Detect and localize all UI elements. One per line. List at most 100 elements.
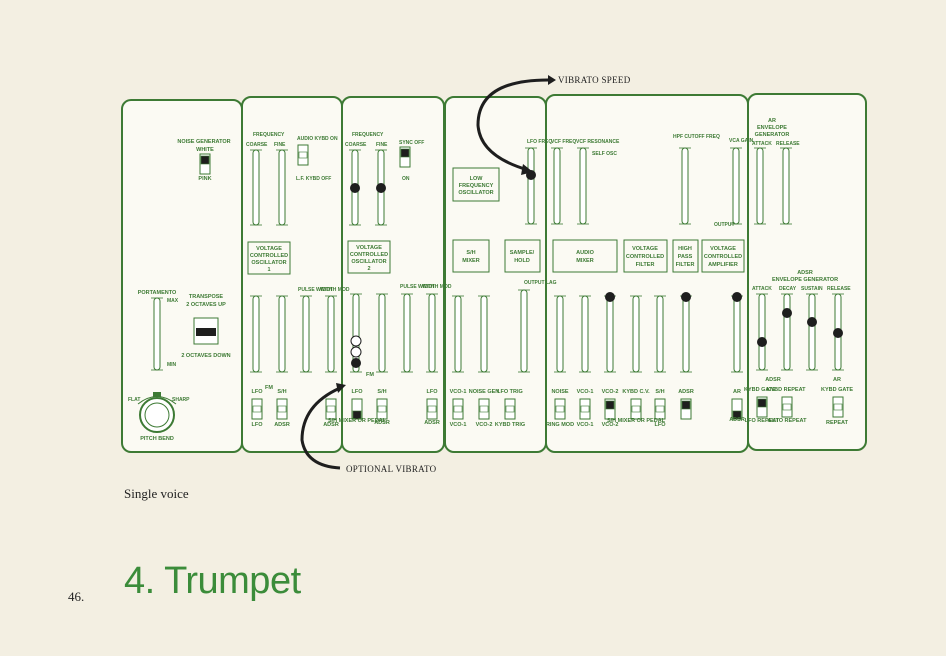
module-envelopes: AR ENVELOPE GENERATOR ATTACK RELEASE ADS… bbox=[744, 118, 853, 426]
adsr-kybd-repeat-label: KYBD REPEAT bbox=[766, 387, 806, 393]
sample-hold-line2: HOLD bbox=[514, 258, 530, 264]
vco1-fm-sh-slider[interactable] bbox=[276, 295, 288, 373]
vco1-fm-lfo-slider[interactable] bbox=[250, 295, 262, 373]
hpf-cutoff-slider[interactable] bbox=[679, 147, 691, 225]
vco1-adsr-mod-label: ADSR bbox=[323, 422, 339, 428]
vcf-adsr-switch[interactable] bbox=[680, 398, 692, 420]
adsr-attack-slider[interactable] bbox=[756, 293, 768, 371]
mix-vco2-switch[interactable] bbox=[604, 398, 616, 420]
sh-noise-slider[interactable] bbox=[478, 295, 490, 373]
vcf-resonance-slider[interactable] bbox=[577, 147, 589, 225]
mix-vco1-label: VCO-1 bbox=[577, 389, 594, 395]
vco1-pulse-width-slider[interactable] bbox=[300, 295, 312, 373]
vco1-lf-kybd-label: L.F. KYBD OFF bbox=[296, 176, 331, 182]
vco2-fine-slider[interactable] bbox=[375, 149, 387, 226]
mix-vco1-slider[interactable] bbox=[579, 295, 591, 373]
ar-gate-switch[interactable] bbox=[832, 396, 844, 418]
adsr-gate-switch[interactable] bbox=[756, 396, 768, 418]
vcf-adsr-slider-knob bbox=[681, 292, 691, 302]
mix-noise-label: NOISE bbox=[551, 389, 568, 395]
vco1-coarse-slider[interactable] bbox=[250, 149, 262, 226]
vcf-freq-slider[interactable] bbox=[551, 147, 563, 225]
adsr-release-slider[interactable] bbox=[832, 293, 844, 371]
module-panel-5 bbox=[545, 94, 749, 453]
vco2-lfo-switch[interactable] bbox=[351, 398, 363, 420]
vcf-adsr-slider[interactable] bbox=[680, 292, 692, 373]
sh-mixer-line1: S/H bbox=[466, 250, 475, 256]
ar-repeat-label: REPEAT bbox=[826, 420, 849, 426]
optional-vibrato-arrow bbox=[300, 386, 341, 470]
sh-mixer-line2: MIXER bbox=[462, 258, 479, 264]
vco1-audio-lf-switch[interactable] bbox=[297, 144, 309, 166]
ar-title-line3: GENERATOR bbox=[755, 132, 790, 138]
vco1-sh-switch[interactable] bbox=[276, 398, 288, 420]
portamento-slider[interactable] bbox=[151, 297, 163, 371]
pink-label: PINK bbox=[198, 176, 211, 182]
vcf-kybd-slider[interactable] bbox=[630, 295, 642, 373]
mix-vco1-switch[interactable] bbox=[579, 398, 591, 420]
lfo-kybd-trig-label: KYBD TRIG bbox=[495, 422, 525, 428]
lfo-title-line2: FREQUENCY bbox=[459, 183, 494, 189]
vcf-adsr-label: ADSR bbox=[678, 389, 694, 395]
vca-env-switch[interactable] bbox=[731, 398, 743, 420]
portamento-min-label: MIN bbox=[167, 362, 177, 368]
vca-gain-slider[interactable] bbox=[730, 147, 742, 225]
vco1-audio-kybd-label: AUDIO KYBD ON bbox=[297, 136, 338, 142]
ar-attack-slider[interactable] bbox=[754, 147, 766, 225]
pitch-bend-knob[interactable] bbox=[137, 392, 177, 433]
vco2-fm-sh-slider[interactable] bbox=[376, 293, 388, 373]
vcf-kybd-cv-label: KYBD C.V. bbox=[622, 389, 650, 395]
sh-noise-switch[interactable] bbox=[478, 398, 490, 420]
adsr-lfo-repeat-label: LFO REPEAT bbox=[745, 418, 780, 424]
ar-release-slider[interactable] bbox=[780, 147, 792, 225]
vco1-width-mod-slider[interactable] bbox=[325, 295, 337, 373]
adsr-release-label: RELEASE bbox=[827, 286, 851, 292]
vco2-title-line3: OSCILLATOR bbox=[351, 259, 386, 265]
vco2-coarse-slider-knob bbox=[350, 183, 360, 193]
adsr-repeat-switch[interactable] bbox=[781, 396, 793, 418]
ar-kybd-gate-label: KYBD GATE bbox=[821, 387, 853, 393]
vco2-pulse-width-label: PULSE WIDTH bbox=[400, 284, 435, 290]
vco1-title-line3: OSCILLATOR bbox=[251, 260, 286, 266]
mix-vco2-slider[interactable] bbox=[604, 292, 616, 373]
audio-mixer-box bbox=[552, 239, 618, 273]
sh-vco1-slider[interactable] bbox=[452, 295, 464, 373]
mix-noise-switch[interactable] bbox=[554, 398, 566, 420]
vco2-mod-switch[interactable] bbox=[426, 398, 438, 420]
vca-line1: VOLTAGE bbox=[710, 246, 736, 252]
vcf-sh-slider[interactable] bbox=[654, 295, 666, 373]
vca-env-slider[interactable] bbox=[731, 292, 743, 373]
output-lag-slider[interactable] bbox=[518, 289, 530, 373]
vcf-kybd-switch[interactable] bbox=[630, 398, 642, 420]
mix-vco2-slider-knob bbox=[605, 292, 615, 302]
vco2-width-mod-slider[interactable] bbox=[426, 293, 438, 373]
hpf-line3: FILTER bbox=[676, 262, 695, 268]
mix-ring-mod-label: RING MOD bbox=[546, 422, 574, 428]
mix-noise-slider[interactable] bbox=[554, 295, 566, 373]
lfo-vco1-bottom-label: VCO-1 bbox=[450, 422, 467, 428]
vco1-adsr-switch[interactable] bbox=[325, 398, 337, 420]
module-mixer-filter-vca: VCF FREQ VCF RESONANCE SELF OSC HPF CUTO… bbox=[546, 134, 754, 428]
vcf-line1: VOLTAGE bbox=[632, 246, 658, 252]
adsr-decay-slider[interactable] bbox=[781, 293, 793, 371]
vcf-sh-switch[interactable] bbox=[654, 398, 666, 420]
vco1-frequency-label: FREQUENCY bbox=[253, 132, 285, 138]
lfo-noise-gen-label: NOISE GEN bbox=[469, 389, 500, 395]
vco1-sh-label: S/H bbox=[277, 389, 286, 395]
vco2-pulse-width-slider[interactable] bbox=[401, 293, 413, 373]
sh-trig-switch[interactable] bbox=[504, 398, 516, 420]
vco1-fine-slider[interactable] bbox=[276, 149, 288, 226]
vco2-frequency-label: FREQUENCY bbox=[352, 132, 384, 138]
sh-vco1-switch[interactable] bbox=[452, 398, 464, 420]
vco1-lfo-switch[interactable] bbox=[251, 398, 263, 420]
vco2-sh-switch[interactable] bbox=[376, 398, 388, 420]
noise-color-switch[interactable] bbox=[199, 153, 211, 175]
portamento-label: PORTAMENTO bbox=[138, 290, 177, 296]
ar-release-label: RELEASE bbox=[776, 141, 800, 147]
vca-env-slider-knob bbox=[732, 292, 742, 302]
vco2-coarse-slider[interactable] bbox=[349, 149, 361, 226]
module-vco-2: FREQUENCY COARSE FINE SYNC OFF ON VOLTAG… bbox=[328, 132, 452, 426]
adsr-sustain-slider[interactable] bbox=[806, 293, 818, 371]
vca-gain-label: VCA GAIN bbox=[729, 138, 754, 144]
vco2-sync-switch[interactable] bbox=[399, 146, 411, 168]
